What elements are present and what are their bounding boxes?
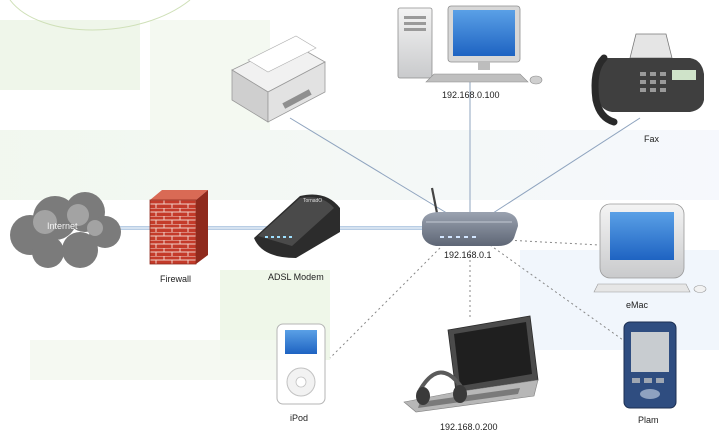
link-router-fax: [489, 117, 641, 216]
printer-icon: [231, 35, 326, 123]
palm-icon: [623, 321, 677, 409]
laptop-icon: [403, 315, 539, 413]
emac-label: eMac: [626, 300, 649, 310]
link-router-printer: [289, 117, 456, 219]
router-label: 192.168.0.1: [444, 250, 492, 260]
ipod-label: iPod: [290, 413, 309, 423]
firewall-icon: [149, 190, 208, 265]
modem-label: ADSL Modem: [268, 272, 324, 282]
wired-links: [289, 80, 641, 219]
fax-icon: [591, 33, 704, 126]
ipod-icon: [276, 323, 326, 405]
emac-icon: [593, 203, 707, 293]
link-router-ipod: [329, 247, 441, 359]
wireless-links: [329, 239, 631, 359]
fax-label: Fax: [644, 134, 660, 144]
router-icon: [422, 187, 518, 246]
link-router-emac: [504, 239, 601, 246]
cloud-icon: [10, 192, 121, 268]
desktop-computer-icon: [397, 5, 543, 85]
desktop-label: 192.168.0.100: [442, 90, 500, 100]
internet-label: Internet: [47, 221, 78, 231]
laptop-label: 192.168.0.200: [440, 422, 498, 432]
firewall-label: Firewall: [160, 274, 192, 284]
modem-brand-label: TornadO: [303, 198, 323, 204]
modem-icon: [254, 194, 340, 258]
palm-label: Plam: [638, 415, 659, 425]
link-router-palm: [489, 244, 631, 346]
headphones-icon: [416, 370, 467, 405]
